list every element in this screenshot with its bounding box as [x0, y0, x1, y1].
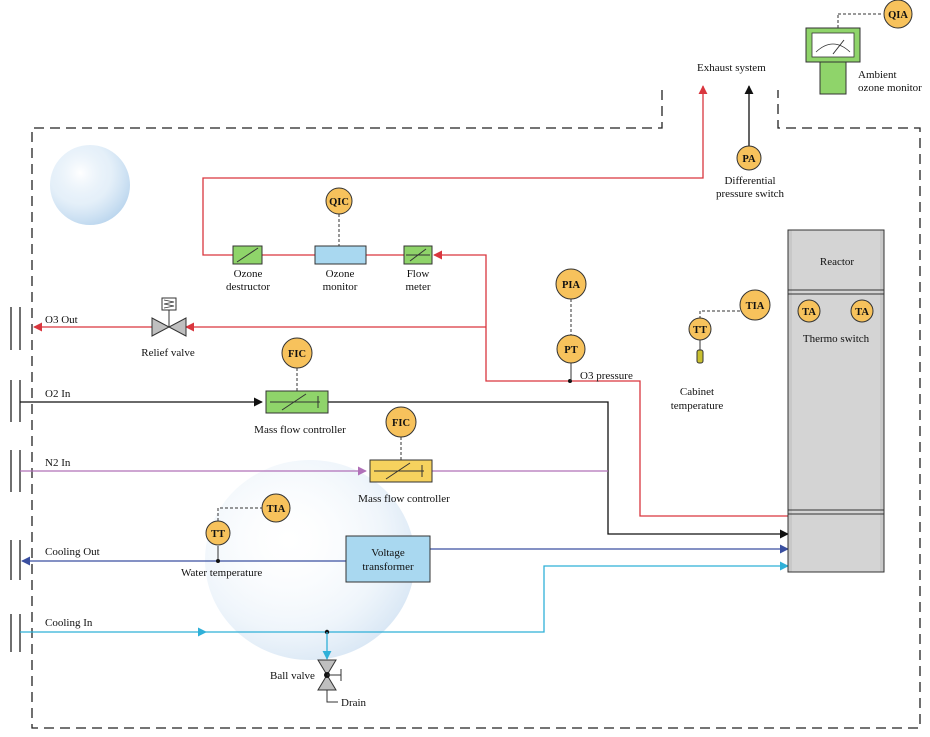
tia-water-instrument: TIA: [261, 493, 291, 523]
cabinet-temperature-label-1: Cabinet: [680, 386, 714, 398]
thermo-switch-label: Thermo switch: [803, 333, 870, 345]
small-bubble-decoration: [50, 145, 130, 225]
n2-in-port: [10, 450, 21, 492]
large-bubble-decoration: [205, 460, 415, 660]
cabinet-temperature-label-2: temperature: [671, 400, 724, 412]
pia-instrument: PIA: [555, 268, 587, 300]
fic-1-tag: FIC: [288, 349, 306, 360]
tt-water-tag: TT: [211, 529, 225, 540]
pt-instrument: PT: [556, 334, 586, 364]
ta-2-tag: TA: [855, 307, 869, 318]
cooling-supply-line: [206, 561, 789, 633]
ozone-return-line: [433, 250, 788, 517]
ozone-destructor-label-1: Ozone: [234, 268, 263, 280]
cooling-out-port: [10, 540, 21, 580]
mfc-2-label: Mass flow controller: [358, 493, 450, 505]
tt-water-instrument: TT: [205, 520, 231, 546]
o2-in-label: O2 In: [45, 388, 71, 400]
tt-cabinet-instrument: TT: [688, 317, 712, 341]
ta-1-instrument: TA: [797, 299, 821, 323]
mass-flow-controller-2: [369, 459, 433, 483]
relief-valve: [151, 297, 187, 337]
ambient-label-1: Ambient: [858, 69, 897, 81]
fic-2-tag: FIC: [392, 418, 410, 429]
ambient-ozone-monitor: [805, 27, 861, 95]
transformer-label-2: transformer: [362, 561, 414, 573]
ozone-monitor-label-1: Ozone: [326, 268, 355, 280]
ozone-destructor: [232, 245, 263, 265]
cabinet-boundary: [31, 90, 921, 729]
relief-valve-label: Relief valve: [141, 347, 195, 359]
tt-cabinet-tag: TT: [693, 325, 707, 336]
n2-in-label: N2 In: [45, 457, 71, 469]
ambient-label-2: ozone monitor: [858, 82, 922, 94]
ta-1-tag: TA: [802, 307, 816, 318]
pa-tag: PA: [742, 154, 756, 165]
qic-tag: QIC: [329, 197, 349, 208]
mfc-1-label: Mass flow controller: [254, 424, 346, 436]
water-temperature-label: Water temperature: [181, 567, 262, 579]
ball-valve-label: Ball valve: [270, 670, 315, 682]
ozone-monitor: [314, 245, 367, 265]
o2-in-port: [10, 380, 21, 422]
o2-line-out: [328, 401, 789, 539]
ozone-exhaust-line: [202, 85, 708, 256]
fic-1-instrument: FIC: [281, 337, 313, 369]
voltage-transformer: [345, 535, 431, 583]
qia-tag: QIA: [888, 10, 908, 21]
drain-label: Drain: [341, 697, 367, 709]
cabinet-temperature-probe: [696, 349, 704, 364]
cooling-out-label: Cooling Out: [45, 546, 100, 558]
reactor-label: Reactor: [820, 256, 855, 268]
mass-flow-controller-1: [265, 390, 329, 414]
diff-pressure-label-2: pressure switch: [716, 188, 785, 200]
flow-meter-label-1: Flow: [407, 268, 430, 280]
tia-cabinet-instrument: TIA: [739, 289, 771, 321]
flow-meter-label-2: meter: [405, 281, 430, 293]
qia-instrument: QIA: [883, 0, 913, 29]
tia-water-tag: TIA: [267, 504, 286, 515]
qic-instrument: QIC: [325, 187, 353, 215]
fic-2-instrument: FIC: [385, 406, 417, 438]
reactor: [787, 229, 885, 573]
pa-instrument: PA: [736, 145, 762, 171]
ozone-destructor-label-2: destructor: [226, 281, 270, 293]
flow-meter: [403, 245, 433, 265]
diff-pressure-label-1: Differential: [724, 175, 775, 187]
tia-cabinet-tag: TIA: [746, 301, 765, 312]
ozone-monitor-label-2: monitor: [323, 281, 358, 293]
exhaust-system-label: Exhaust system: [697, 62, 766, 74]
pia-tag: PIA: [562, 280, 581, 291]
o3-out-port: [10, 307, 21, 350]
cooling-in-port: [10, 614, 21, 652]
ta-2-instrument: TA: [850, 299, 874, 323]
o3-out-label: O3 Out: [45, 314, 78, 326]
ball-valve: [317, 659, 342, 703]
pt-tag: PT: [564, 345, 577, 356]
transformer-label-1: Voltage: [371, 547, 405, 559]
cooling-in-label: Cooling In: [45, 617, 93, 629]
o3-pressure-label: O3 pressure: [580, 370, 633, 382]
